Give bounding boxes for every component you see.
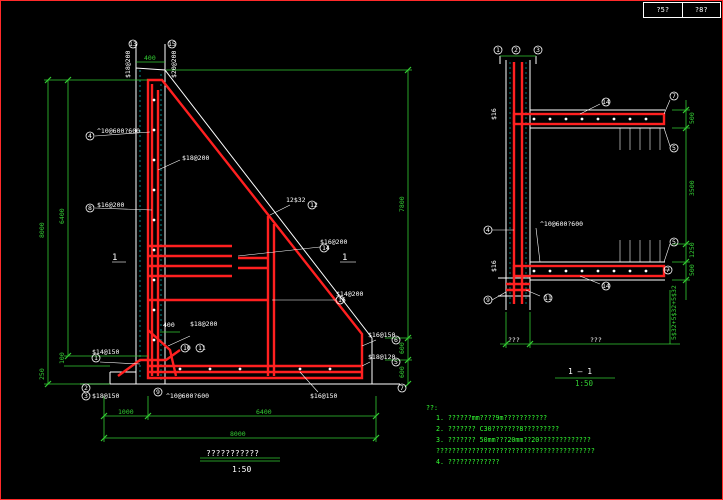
circle-num: 9: [156, 388, 160, 396]
rebar-corner: [147, 329, 178, 377]
circle-num: 13: [129, 40, 137, 48]
rebar-label: $16: [490, 108, 498, 120]
rebar-label: $18@200: [182, 154, 209, 162]
dim-label: 600: [398, 366, 406, 378]
note-line: 3. ??????? 50mm???20mm??20?????????????: [436, 436, 591, 444]
dim-label: 100: [58, 352, 66, 364]
rebar-label: $16: [490, 260, 498, 272]
circle-num: 5: [672, 144, 676, 152]
circle-num: 11: [198, 344, 206, 352]
left-caption: ???????????: [206, 449, 259, 458]
rebar-label: $16@150: [368, 331, 395, 339]
circle-num: 15: [168, 40, 176, 48]
circle-num: 1: [496, 46, 500, 54]
note-line: 1. ??????mm????9m???????????: [436, 414, 547, 422]
circle-num: 14: [602, 98, 610, 106]
section-scale: 1:50: [575, 379, 594, 388]
dim-label: 6400: [256, 408, 272, 416]
section-1-1: 4 9 14 14 11 7 5 5 7 1 3 2 ^10@600?600 $…: [483, 45, 696, 388]
left-elevation: 4 8 12 14 16 6 5 7 2 3 9 11 10 13 15 1 ^…: [38, 39, 412, 474]
section-mark: 1: [342, 253, 347, 263]
circle-num: 12: [310, 201, 318, 209]
dim-label: 500: [688, 112, 696, 124]
rebar-label: $18@200: [190, 320, 217, 328]
notes: ??: 1. ??????mm????9m??????????? 2. ????…: [426, 404, 595, 466]
circle-num: 4: [486, 226, 490, 234]
circle-num: 5: [672, 238, 676, 246]
rebar-label: $14@150: [92, 348, 119, 356]
dim-label: 1000: [118, 408, 134, 416]
circle-num: 1: [94, 354, 98, 362]
rebar-toe: [117, 349, 181, 377]
note-line: 4. ?????????????: [436, 458, 500, 466]
rebar-label: $20@200: [170, 51, 178, 78]
circle-num: 14: [322, 244, 330, 252]
title-cell-1: ?5?: [644, 3, 683, 17]
circle-num: 8: [88, 204, 92, 212]
dim-label: 400: [163, 321, 175, 329]
rebar-slab: [512, 112, 666, 126]
circle-num: 10: [183, 344, 191, 352]
section-mark: 1: [112, 253, 117, 263]
circle-num: 11: [544, 294, 552, 302]
circle-num: 9: [486, 296, 490, 304]
left-scale: 1:50: [232, 465, 251, 474]
rebar-label: ^10@600?600: [540, 220, 583, 228]
dim-label: 6400: [58, 208, 66, 224]
dim-label: 7800: [398, 196, 406, 212]
rebar-label: $16@150: [310, 392, 337, 400]
notes-heading: ??:: [426, 404, 438, 412]
rebar-label: $18@150: [92, 392, 119, 400]
circle-num: 2: [514, 46, 518, 54]
circle-num: 3: [536, 46, 540, 54]
dim-label: 500: [688, 264, 696, 276]
rebar-label: ^10@600?600: [166, 392, 209, 400]
note-line: ????????????????????????????????????????: [436, 447, 595, 455]
title-cell-2: ?8?: [694, 6, 708, 14]
wall-outline: [135, 67, 373, 385]
rebar-label: ^10@600?600: [97, 127, 140, 135]
dim-label: 8000: [230, 430, 246, 438]
main-rebar-loop: [146, 78, 364, 380]
rebar-label: 12$32: [286, 196, 306, 204]
dim-label: 5$32+5$32+5$32: [670, 285, 678, 340]
dim-label: ???: [590, 336, 602, 344]
title-block: ?5? ?8?: [643, 2, 721, 18]
dim-label: 400: [144, 54, 156, 62]
rebar-label: $18@200: [124, 51, 132, 78]
note-line: 2. ??????? C30???????8?????????: [436, 425, 559, 433]
circle-num: 3: [84, 392, 88, 400]
circle-num: 5: [394, 358, 398, 366]
dim-label: ???: [508, 336, 520, 344]
dim-label: 8000: [38, 222, 46, 238]
dim-label: 600: [398, 342, 406, 354]
circle-num: 7: [666, 266, 670, 274]
dim-label: 250: [38, 368, 46, 380]
rebar-label: $14@200: [336, 290, 363, 298]
rebar-label: $16@200: [320, 238, 347, 246]
rebar-slab: [512, 264, 666, 278]
circle-num: 7: [400, 384, 404, 392]
section-caption: 1 — 1: [568, 367, 592, 376]
circle-num: 7: [672, 92, 676, 100]
circle-num: 14: [602, 282, 610, 290]
dim-label: 1250: [688, 242, 696, 258]
rebar-label: $18@120: [368, 353, 395, 361]
circle-num: 4: [88, 132, 92, 140]
circle-num: 6: [394, 336, 398, 344]
rebar-label: $16@200: [97, 201, 124, 209]
circle-num: 2: [84, 384, 88, 392]
circle-num: 16: [338, 296, 346, 304]
dim-label: 3500: [688, 180, 696, 196]
